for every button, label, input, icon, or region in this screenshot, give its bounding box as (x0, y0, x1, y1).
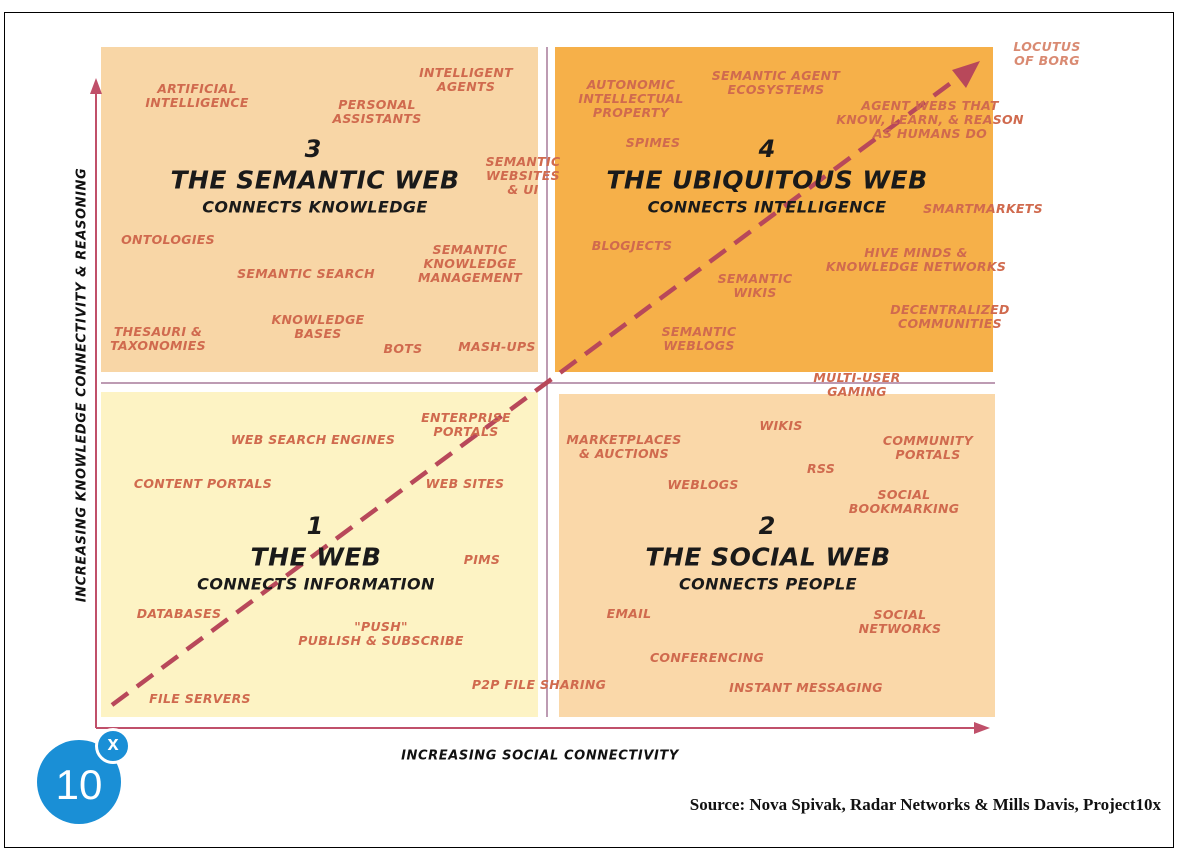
item-multi-user-gaming: MULTI-USER GAMING (813, 370, 901, 399)
item-web-search-engines: WEB SEARCH ENGINES (230, 432, 396, 447)
source-citation: Source: Nova Spivak, Radar Networks & Mi… (689, 795, 1161, 814)
item-rss: RSS (806, 461, 836, 476)
item-file-servers: FILE SERVERS (149, 691, 251, 706)
item-autonomic-intellectual-property: AUTONOMIC INTELLECTUAL PROPERTY (578, 77, 684, 120)
y-axis-label: INCREASING KNOWLEDGE CONNECTIVITY & REAS… (74, 167, 90, 603)
quadrant-3-title: THE SEMANTIC WEB (170, 165, 460, 195)
item-conferencing: CONFERENCING (649, 650, 765, 665)
logo-superscript: x (107, 733, 119, 755)
quadrant-2-number: 2 (758, 512, 776, 540)
quadrant-4-subtitle: CONNECTS INTELLIGENCE (647, 197, 887, 217)
item-knowledge-bases: KNOWLEDGE BASES (271, 312, 365, 341)
item-blogjects: BLOGJECTS (591, 238, 673, 253)
item-push-publish-subscribe: "PUSH" PUBLISH & SUBSCRIBE (298, 619, 464, 648)
item-semantic-weblogs: SEMANTIC WEBLOGS (661, 324, 737, 353)
item-locutus-of-borg: LOCUTUS OF BORG (1013, 39, 1081, 68)
item-mash-ups: MASH-UPS (458, 339, 536, 354)
item-smartmarkets: SMARTMARKETS (923, 201, 1043, 216)
item-agent-webs: AGENT WEBS THAT KNOW, LEARN, & REASON AS… (836, 98, 1024, 141)
x-axis-label: INCREASING SOCIAL CONNECTIVITY (401, 748, 679, 764)
item-enterprise-portals: ENTERPRISE PORTALS (421, 410, 511, 439)
quadrant-2-title: THE SOCIAL WEB (645, 542, 891, 572)
quadrant-1-title: THE WEB (250, 542, 382, 572)
item-semantic-search: SEMANTIC SEARCH (237, 266, 375, 281)
quadrant-4-title: THE UBIQUITOUS WEB (606, 165, 928, 195)
item-instant-messaging: INSTANT MESSAGING (729, 680, 883, 695)
item-wikis: WIKIS (759, 418, 803, 433)
quadrant-3-subtitle: CONNECTS KNOWLEDGE (202, 197, 428, 217)
item-semantic-wikis: SEMANTIC WIKIS (717, 271, 793, 300)
item-social-networks: SOCIAL NETWORKS (858, 607, 942, 636)
quadrant-1-subtitle: CONNECTS INFORMATION (197, 574, 435, 594)
project10x-logo: 10 x (37, 728, 131, 824)
item-decentralized-communities: DECENTRALIZED COMMUNITIES (890, 302, 1010, 331)
item-ontologies: ONTOLOGIES (121, 232, 215, 247)
item-thesauri-taxonomies: THESAURI & TAXONOMIES (110, 324, 206, 353)
item-web-sites: WEB SITES (425, 476, 505, 491)
logo-number: 10 (55, 761, 103, 808)
item-email: EMAIL (606, 606, 652, 621)
item-p2p-file-sharing: P2P FILE SHARING (471, 677, 607, 692)
item-spimes: SPIMES (625, 135, 681, 150)
item-personal-assistants: PERSONAL ASSISTANTS (332, 97, 422, 126)
item-semantic-websites: SEMANTIC WEBSITES & UI (485, 154, 561, 197)
item-content-portals: CONTENT PORTALS (133, 476, 273, 491)
item-weblogs: WEBLOGS (667, 477, 739, 492)
item-semantic-agent-ecosystems: SEMANTIC AGENT ECOSYSTEMS (711, 68, 841, 97)
quadrant-4-number: 4 (758, 135, 776, 163)
item-marketplaces-auctions: MARKETPLACES & AUCTIONS (566, 432, 682, 461)
item-pims: PIMS (463, 552, 501, 567)
item-bots: BOTS (383, 341, 423, 356)
logo-small-circle (95, 728, 131, 764)
item-community-portals: COMMUNITY PORTALS (882, 433, 974, 462)
quadrant-1-number: 1 (306, 512, 324, 540)
quadrant-2-subtitle: CONNECTS PEOPLE (679, 574, 857, 594)
item-artificial-intelligence: ARTIFICIAL INTELLIGENCE (145, 81, 249, 110)
item-social-bookmarking: SOCIAL BOOKMARKING (848, 487, 960, 516)
item-databases: DATABASES (136, 606, 222, 621)
quadrant-3-number: 3 (304, 135, 322, 163)
item-semantic-knowledge-management: SEMANTIC KNOWLEDGE MANAGEMENT (417, 242, 523, 285)
item-hive-minds: HIVE MINDS & KNOWLEDGE NETWORKS (825, 245, 1007, 274)
item-intelligent-agents: INTELLIGENT AGENTS (419, 65, 513, 94)
